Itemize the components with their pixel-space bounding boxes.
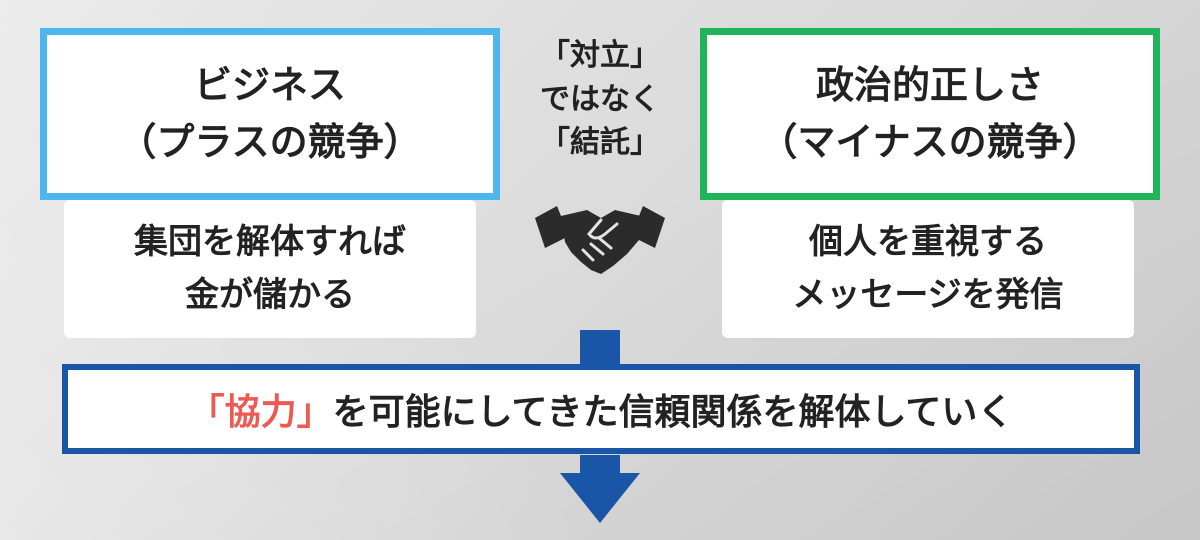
business-title: ビジネス bbox=[193, 63, 346, 107]
arrow-down-icon bbox=[560, 455, 640, 523]
conclusion-text: を可能にしてきた信頼関係を解体していく bbox=[332, 392, 1014, 433]
conclusion-highlight: 「協力」 bbox=[188, 392, 333, 433]
business-title-box: ビジネス （プラスの競争） bbox=[40, 28, 500, 200]
middle-line3: 「結託」 bbox=[540, 125, 660, 160]
business-desc-line2: 金が儲かる bbox=[185, 275, 355, 315]
handshake-icon bbox=[535, 206, 665, 274]
business-desc-line1: 集団を解体すれば bbox=[134, 222, 406, 263]
political-desc-line2: メッセージを発信 bbox=[792, 275, 1064, 315]
middle-line1: 「対立」 bbox=[540, 38, 660, 73]
political-title: 政治的正しさ bbox=[815, 63, 1044, 107]
political-description-box: 個人を重視する メッセージを発信 bbox=[722, 200, 1134, 338]
business-subtitle: （プラスの競争） bbox=[118, 120, 422, 164]
political-desc-line1: 個人を重視する bbox=[809, 222, 1047, 263]
conclusion-banner: 「協力」 を可能にしてきた信頼関係を解体していく bbox=[62, 364, 1140, 454]
business-description-box: 集団を解体すれば 金が儲かる bbox=[64, 200, 476, 338]
middle-line2: ではなく bbox=[540, 81, 660, 117]
political-subtitle: （マイナスの競争） bbox=[759, 120, 1101, 164]
middle-caption: 「対立」 ではなく 「結託」 bbox=[500, 34, 700, 165]
political-correctness-title-box: 政治的正しさ （マイナスの競争） bbox=[700, 28, 1160, 200]
